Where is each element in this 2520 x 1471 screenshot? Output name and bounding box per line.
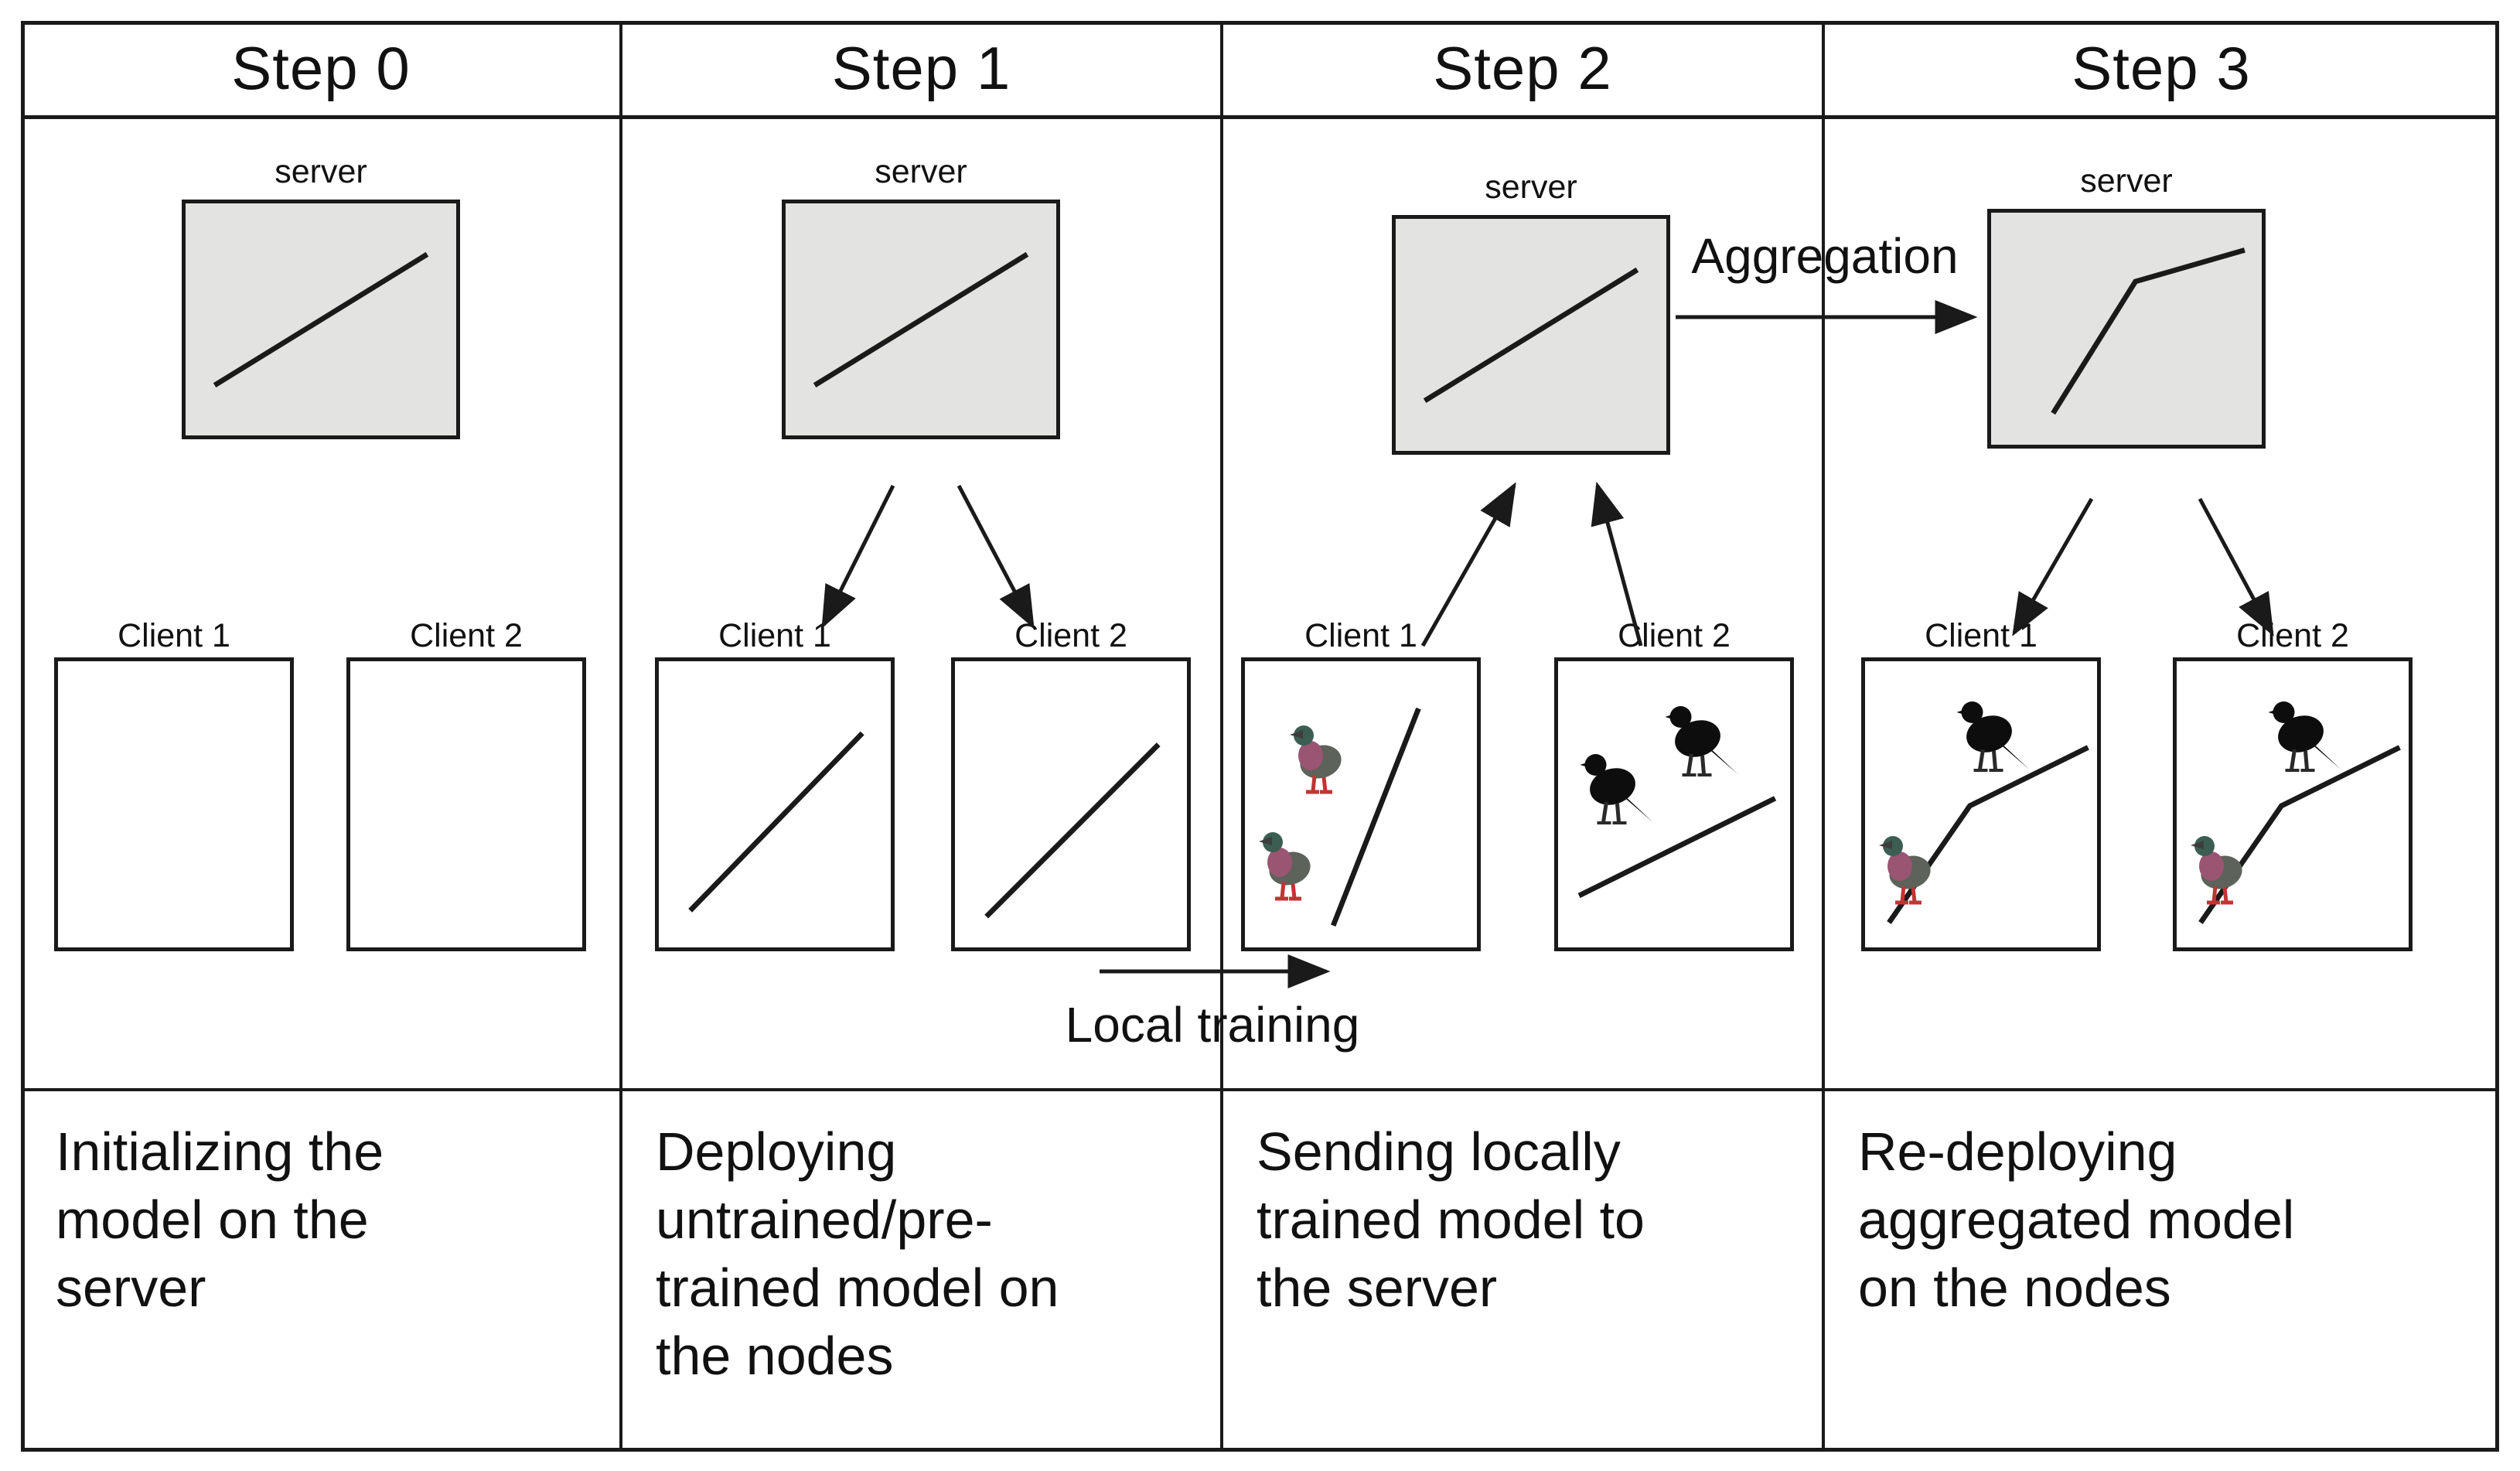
column-divider-1 <box>619 21 622 1452</box>
column-divider-2 <box>1220 21 1223 1452</box>
redeploy-arrow-client1-icon <box>2012 497 2094 637</box>
server-model-line <box>813 251 1029 388</box>
client-2-label: Client 2 <box>410 617 523 654</box>
server-label: server <box>275 153 367 190</box>
client-model-line <box>984 742 1161 919</box>
client-1-box <box>655 657 895 951</box>
upload-arrow-client1-icon <box>1420 482 1516 647</box>
server-box <box>1987 209 2266 449</box>
server-box <box>782 200 1060 439</box>
client-1-box <box>1861 657 2101 951</box>
server-label: server <box>1485 169 1577 206</box>
step-3-caption: Re-deploying aggregated model on the nod… <box>1858 1121 2295 1318</box>
client-model-line <box>1577 796 1777 899</box>
redeploy-arrow-client2-icon <box>2198 497 2274 637</box>
server-label: server <box>2080 162 2173 200</box>
client-2-box <box>1554 657 1794 951</box>
server-model-line <box>213 251 429 388</box>
server-model-line <box>1423 267 1639 404</box>
server-box <box>1392 215 1670 455</box>
client-1-label: Client 1 <box>118 617 230 654</box>
client-2-box <box>346 657 586 951</box>
column-divider-3 <box>1822 21 1825 1452</box>
step-2-header: Step 2 <box>1433 33 1612 102</box>
client-1-box <box>1241 657 1481 951</box>
client-2-box <box>2173 657 2413 951</box>
step-1-header: Step 1 <box>831 33 1011 102</box>
header-row-divider <box>21 115 2499 119</box>
aggregation-label: Aggregation <box>1691 228 1959 284</box>
client-1-box <box>54 657 294 951</box>
client-2-box <box>951 657 1191 951</box>
step-0-caption: Initializing the model on the server <box>56 1121 384 1318</box>
deploy-arrow-client2-icon <box>957 484 1035 629</box>
local-training-label: Local training <box>1065 997 1360 1053</box>
server-box <box>182 200 460 439</box>
upload-arrow-client2-icon <box>1591 481 1643 647</box>
step-3-header: Step 3 <box>2072 33 2251 102</box>
client-1-label: Client 1 <box>1304 617 1417 654</box>
server-label: server <box>875 153 967 190</box>
client-model-line <box>688 731 864 913</box>
step-1-caption: Deploying untrained/pre-trained model on… <box>656 1121 1059 1386</box>
caption-row-divider <box>21 1088 2499 1091</box>
step-2-caption: Sending locally trained model to the ser… <box>1257 1121 1645 1318</box>
table-border <box>21 21 2499 1452</box>
client-model-line <box>1331 707 1421 927</box>
client-1-label: Client 1 <box>718 617 831 654</box>
aggregated-model-line <box>2051 247 2245 415</box>
deploy-arrow-client1-icon <box>821 484 895 629</box>
step-0-header: Step 0 <box>231 33 411 102</box>
